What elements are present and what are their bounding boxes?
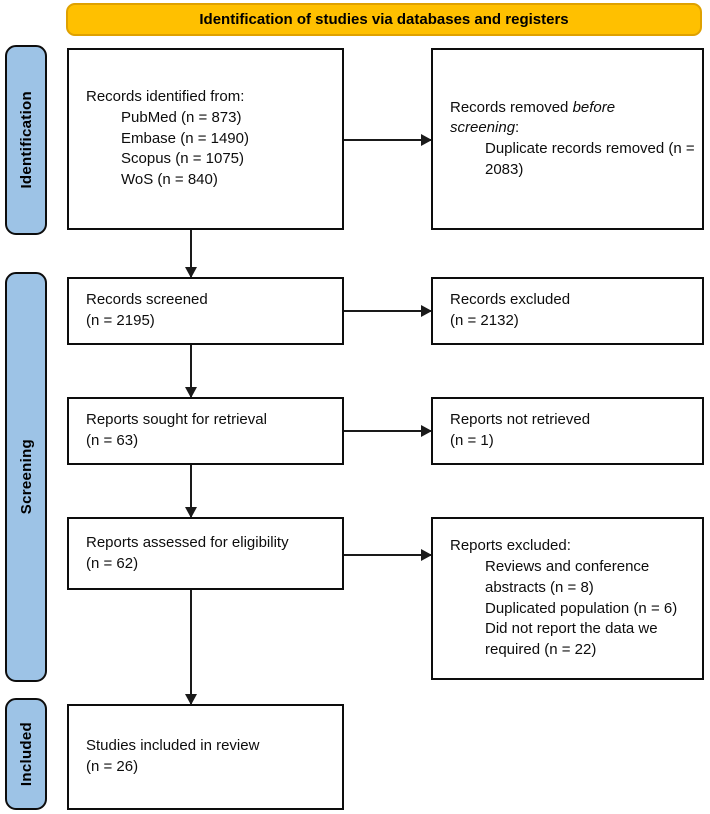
records-screened-box: Records screened (n = 2195) xyxy=(67,277,344,345)
reports-excluded-title: Reports excluded: xyxy=(450,537,571,555)
stage-label-included: Included xyxy=(5,698,47,810)
stage-label-screening: Screening xyxy=(5,272,47,682)
records-identified-title: Records identified from: xyxy=(86,88,245,106)
records-identified-box: Records identified from: PubMed (n = 873… xyxy=(67,48,344,230)
stage-label-screening-text: Screening xyxy=(17,439,35,515)
reports-assessed-line2: (n = 62) xyxy=(86,554,139,572)
arrow-identified-to-screened xyxy=(190,230,192,277)
records-removed-item: Duplicate records removed (n = 2083) xyxy=(485,140,695,178)
records-identified-item: PubMed (n = 873) xyxy=(121,108,242,126)
stage-label-identification-text: Identification xyxy=(17,91,35,189)
reports-excluded-item: Reviews and conference abstracts (n = 8) xyxy=(485,558,650,596)
banner-label: Identification of studies via databases … xyxy=(199,11,569,28)
reports-not-retrieved-line1: Reports not retrieved xyxy=(450,411,591,429)
arrow-screened-to-sought xyxy=(190,345,192,397)
records-removed-box: Records removed before screening: Duplic… xyxy=(431,48,704,230)
arrow-assessed-to-included xyxy=(190,590,192,704)
reports-assessed-box: Reports assessed for eligibility (n = 62… xyxy=(67,517,344,590)
studies-included-box: Studies included in review (n = 26) xyxy=(67,704,344,810)
reports-excluded-item: Did not report the data we required (n =… xyxy=(485,620,658,658)
records-identified-item: Scopus (n = 1075) xyxy=(121,150,244,168)
banner-identification-via-databases: Identification of studies via databases … xyxy=(66,3,702,36)
records-excluded-line1: Records excluded xyxy=(450,291,571,309)
reports-sought-box: Reports sought for retrieval (n = 63) xyxy=(67,397,344,465)
records-excluded-line2: (n = 2132) xyxy=(450,312,519,329)
stage-label-identification: Identification xyxy=(5,45,47,235)
studies-included-line2: (n = 26) xyxy=(86,758,139,775)
records-excluded-box: Records excluded (n = 2132) xyxy=(431,277,704,345)
reports-excluded-box: Reports excluded: Reviews and conference… xyxy=(431,517,704,680)
records-removed-title: Records removed before screening: xyxy=(450,98,616,137)
studies-included-line1: Studies included in review xyxy=(86,737,260,755)
reports-excluded-item: Duplicated population (n = 6) xyxy=(485,599,678,617)
arrow-sought-to-assessed xyxy=(190,465,192,517)
records-identified-item: WoS (n = 840) xyxy=(121,171,218,189)
reports-not-retrieved-line2: (n = 1) xyxy=(450,432,494,449)
arrow-screened-to-excluded xyxy=(344,310,431,312)
records-identified-item: Embase (n = 1490) xyxy=(121,129,249,147)
arrow-assessed-to-reports-excluded xyxy=(344,554,431,556)
reports-sought-line2: (n = 63) xyxy=(86,432,139,449)
records-screened-line2: (n = 2195) xyxy=(86,312,155,329)
reports-assessed-line1: Reports assessed for eligibility xyxy=(86,533,289,551)
arrow-identified-to-removed xyxy=(344,139,431,141)
reports-not-retrieved-box: Reports not retrieved (n = 1) xyxy=(431,397,704,465)
arrow-sought-to-not-retrieved xyxy=(344,430,431,432)
stage-label-included-text: Included xyxy=(17,721,35,787)
records-screened-line1: Records screened xyxy=(86,291,208,309)
reports-sought-line1: Reports sought for retrieval xyxy=(86,411,267,429)
